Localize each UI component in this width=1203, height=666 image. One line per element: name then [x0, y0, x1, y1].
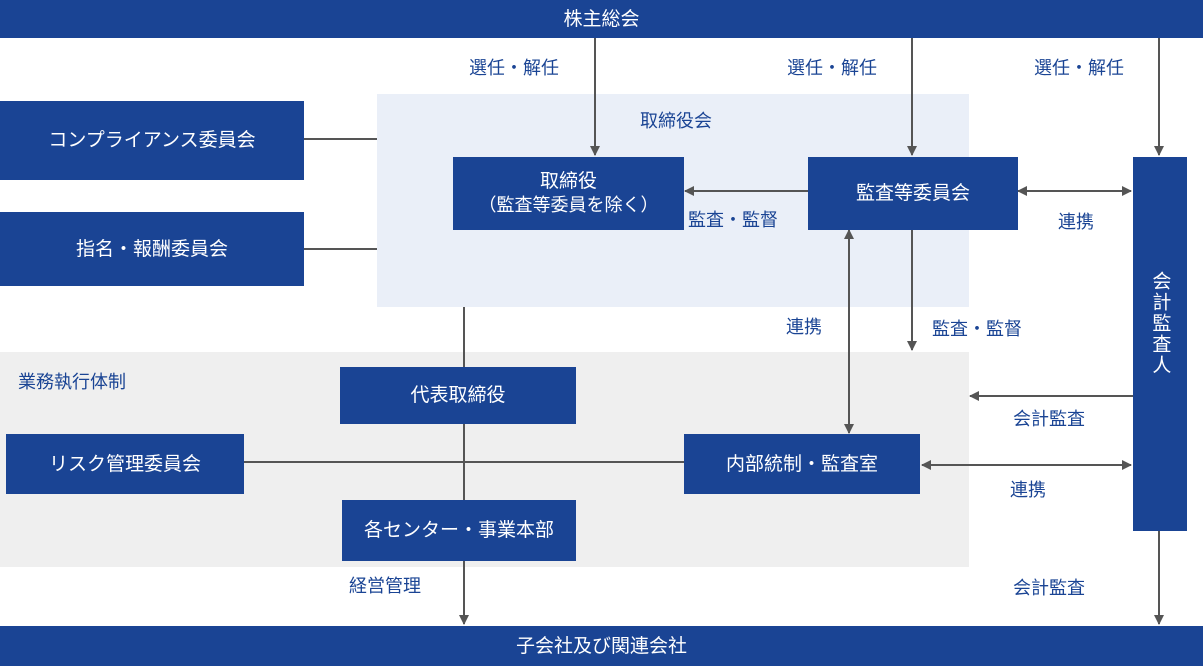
- centers-box: 各センター・事業本部: [342, 500, 576, 561]
- risk-committee-box: リスク管理委員会: [6, 434, 244, 494]
- execution-region-title: 業務執行体制: [18, 372, 126, 393]
- coop-label-3: 連携: [1010, 480, 1046, 501]
- elect-label-2: 選任・解任: [787, 58, 877, 79]
- coop-label-2: 連携: [786, 317, 822, 338]
- subsidiaries-label: 子会社及び関連会社: [515, 634, 687, 657]
- elect-label-1: 選任・解任: [469, 58, 559, 79]
- compliance-committee-box: コンプライアンス委員会: [0, 101, 304, 180]
- representative-director-box: 代表取締役: [340, 367, 576, 424]
- management-label: 経営管理: [349, 576, 421, 597]
- centers-label: 各センター・事業本部: [363, 519, 554, 542]
- accounting-auditor-box: 会計監査人: [1133, 157, 1187, 531]
- accounting-auditor-label: 会計監査人: [1149, 271, 1172, 376]
- directors-sublabel: （監査等委員を除く）: [478, 195, 659, 217]
- board-region-title: 取締役会: [640, 111, 712, 132]
- internal-control-label: 内部統制・監査室: [725, 452, 878, 475]
- nomination-committee-label: 指名・報酬委員会: [75, 237, 228, 260]
- compliance-committee-label: コンプライアンス委員会: [48, 129, 256, 152]
- acct-audit-label-1: 会計監査: [1013, 409, 1085, 430]
- acct-audit-label-2: 会計監査: [1013, 578, 1085, 599]
- risk-committee-label: リスク管理委員会: [48, 452, 201, 475]
- audit-committee-box: 監査等委員会: [808, 157, 1018, 230]
- directors-box: 取締役 （監査等委員を除く）: [453, 157, 684, 230]
- representative-director-label: 代表取締役: [410, 384, 506, 407]
- directors-label: 取締役: [539, 170, 597, 193]
- elect-label-3: 選任・解任: [1034, 58, 1124, 79]
- subsidiaries-bar: 子会社及び関連会社: [0, 626, 1203, 666]
- audit-supervise-label-2: 監査・監督: [932, 319, 1022, 340]
- audit-committee-label: 監査等委員会: [855, 182, 970, 205]
- audit-supervise-label-1: 監査・監督: [688, 210, 778, 231]
- shareholders-meeting-bar: 株主総会: [0, 0, 1203, 38]
- shareholders-meeting-label: 株主総会: [563, 7, 640, 30]
- internal-control-box: 内部統制・監査室: [684, 434, 920, 494]
- coop-label-1: 連携: [1058, 212, 1094, 233]
- nomination-committee-box: 指名・報酬委員会: [0, 212, 304, 286]
